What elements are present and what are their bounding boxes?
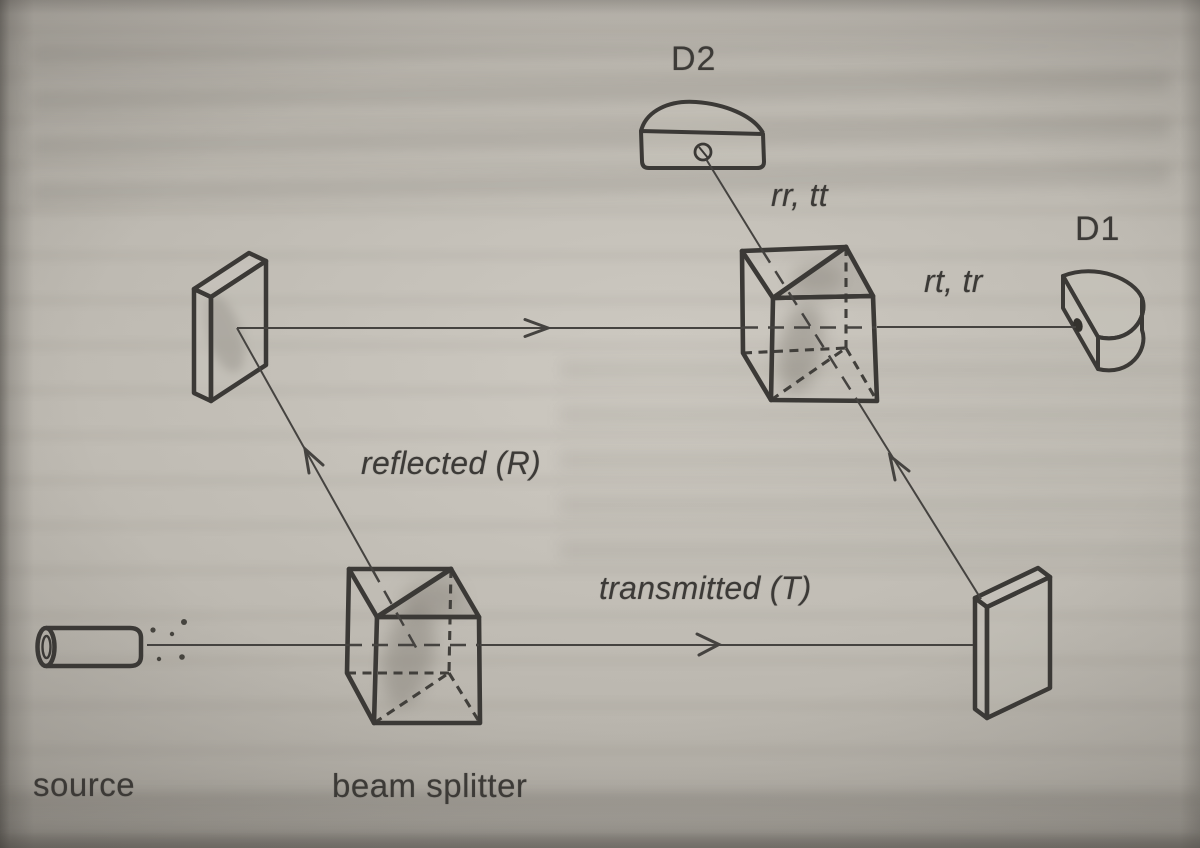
beam-transmitted-arrowhead — [695, 632, 723, 657]
detector-d1 — [1061, 269, 1146, 373]
mirror-lower-right-front-face — [984, 574, 1053, 721]
beam-diagonal-to-d2 — [705, 158, 982, 600]
beam-d1-arrowhead — [523, 318, 553, 338]
label-beam-splitter: beam splitter — [332, 767, 528, 804]
beam-upper-horizontal-to-d1 — [237, 318, 1076, 338]
cube-upper-top-shading — [773, 247, 873, 298]
cube-lower-edges — [344, 566, 483, 726]
label-transmitted: transmitted (T) — [599, 570, 812, 606]
d1-curved-side — [1096, 296, 1146, 373]
label-source: source — [33, 766, 136, 803]
source-cylinder — [35, 625, 144, 669]
label-d2: D2 — [671, 40, 717, 78]
detector-d2 — [639, 99, 766, 170]
label-output-rt-tr: rt, tr — [924, 263, 983, 299]
cube-upper-edges — [739, 244, 880, 404]
cube-lower-top-shading — [377, 569, 479, 617]
beam-d2-arrowhead — [887, 452, 911, 482]
d1-aperture — [1073, 318, 1083, 332]
beam-splitter-cube-lower — [344, 566, 483, 726]
d2-dome — [639, 99, 765, 135]
cube-lower-hidden-edges — [347, 568, 482, 725]
label-output-rr-tt: rr, tt — [771, 177, 828, 213]
beam-reflected-arrowhead — [302, 445, 325, 475]
beam-transmitted — [147, 632, 973, 657]
source-open-end — [35, 625, 57, 669]
d2-body — [639, 129, 766, 170]
mirror-upper-left-side-face — [191, 286, 214, 404]
mirror-lower-right — [972, 565, 1053, 721]
beam-d2-solid — [705, 158, 763, 251]
label-d1: D1 — [1075, 210, 1121, 248]
photon-dots — [150, 619, 187, 662]
d2-aperture — [693, 142, 713, 162]
beam-splitter-cube-upper — [739, 244, 880, 404]
beam-reflected — [236, 327, 420, 652]
beam-d2-solid2 — [856, 399, 982, 600]
source-bore — [41, 634, 52, 660]
d2-aperture-slash — [698, 146, 709, 159]
label-reflected: reflected (R) — [361, 445, 541, 481]
source-body — [46, 625, 144, 669]
beam-d2-inside-cube — [760, 249, 859, 401]
beam-reflected-inside-cube — [370, 568, 420, 652]
photo-smudges — [203, 262, 844, 707]
